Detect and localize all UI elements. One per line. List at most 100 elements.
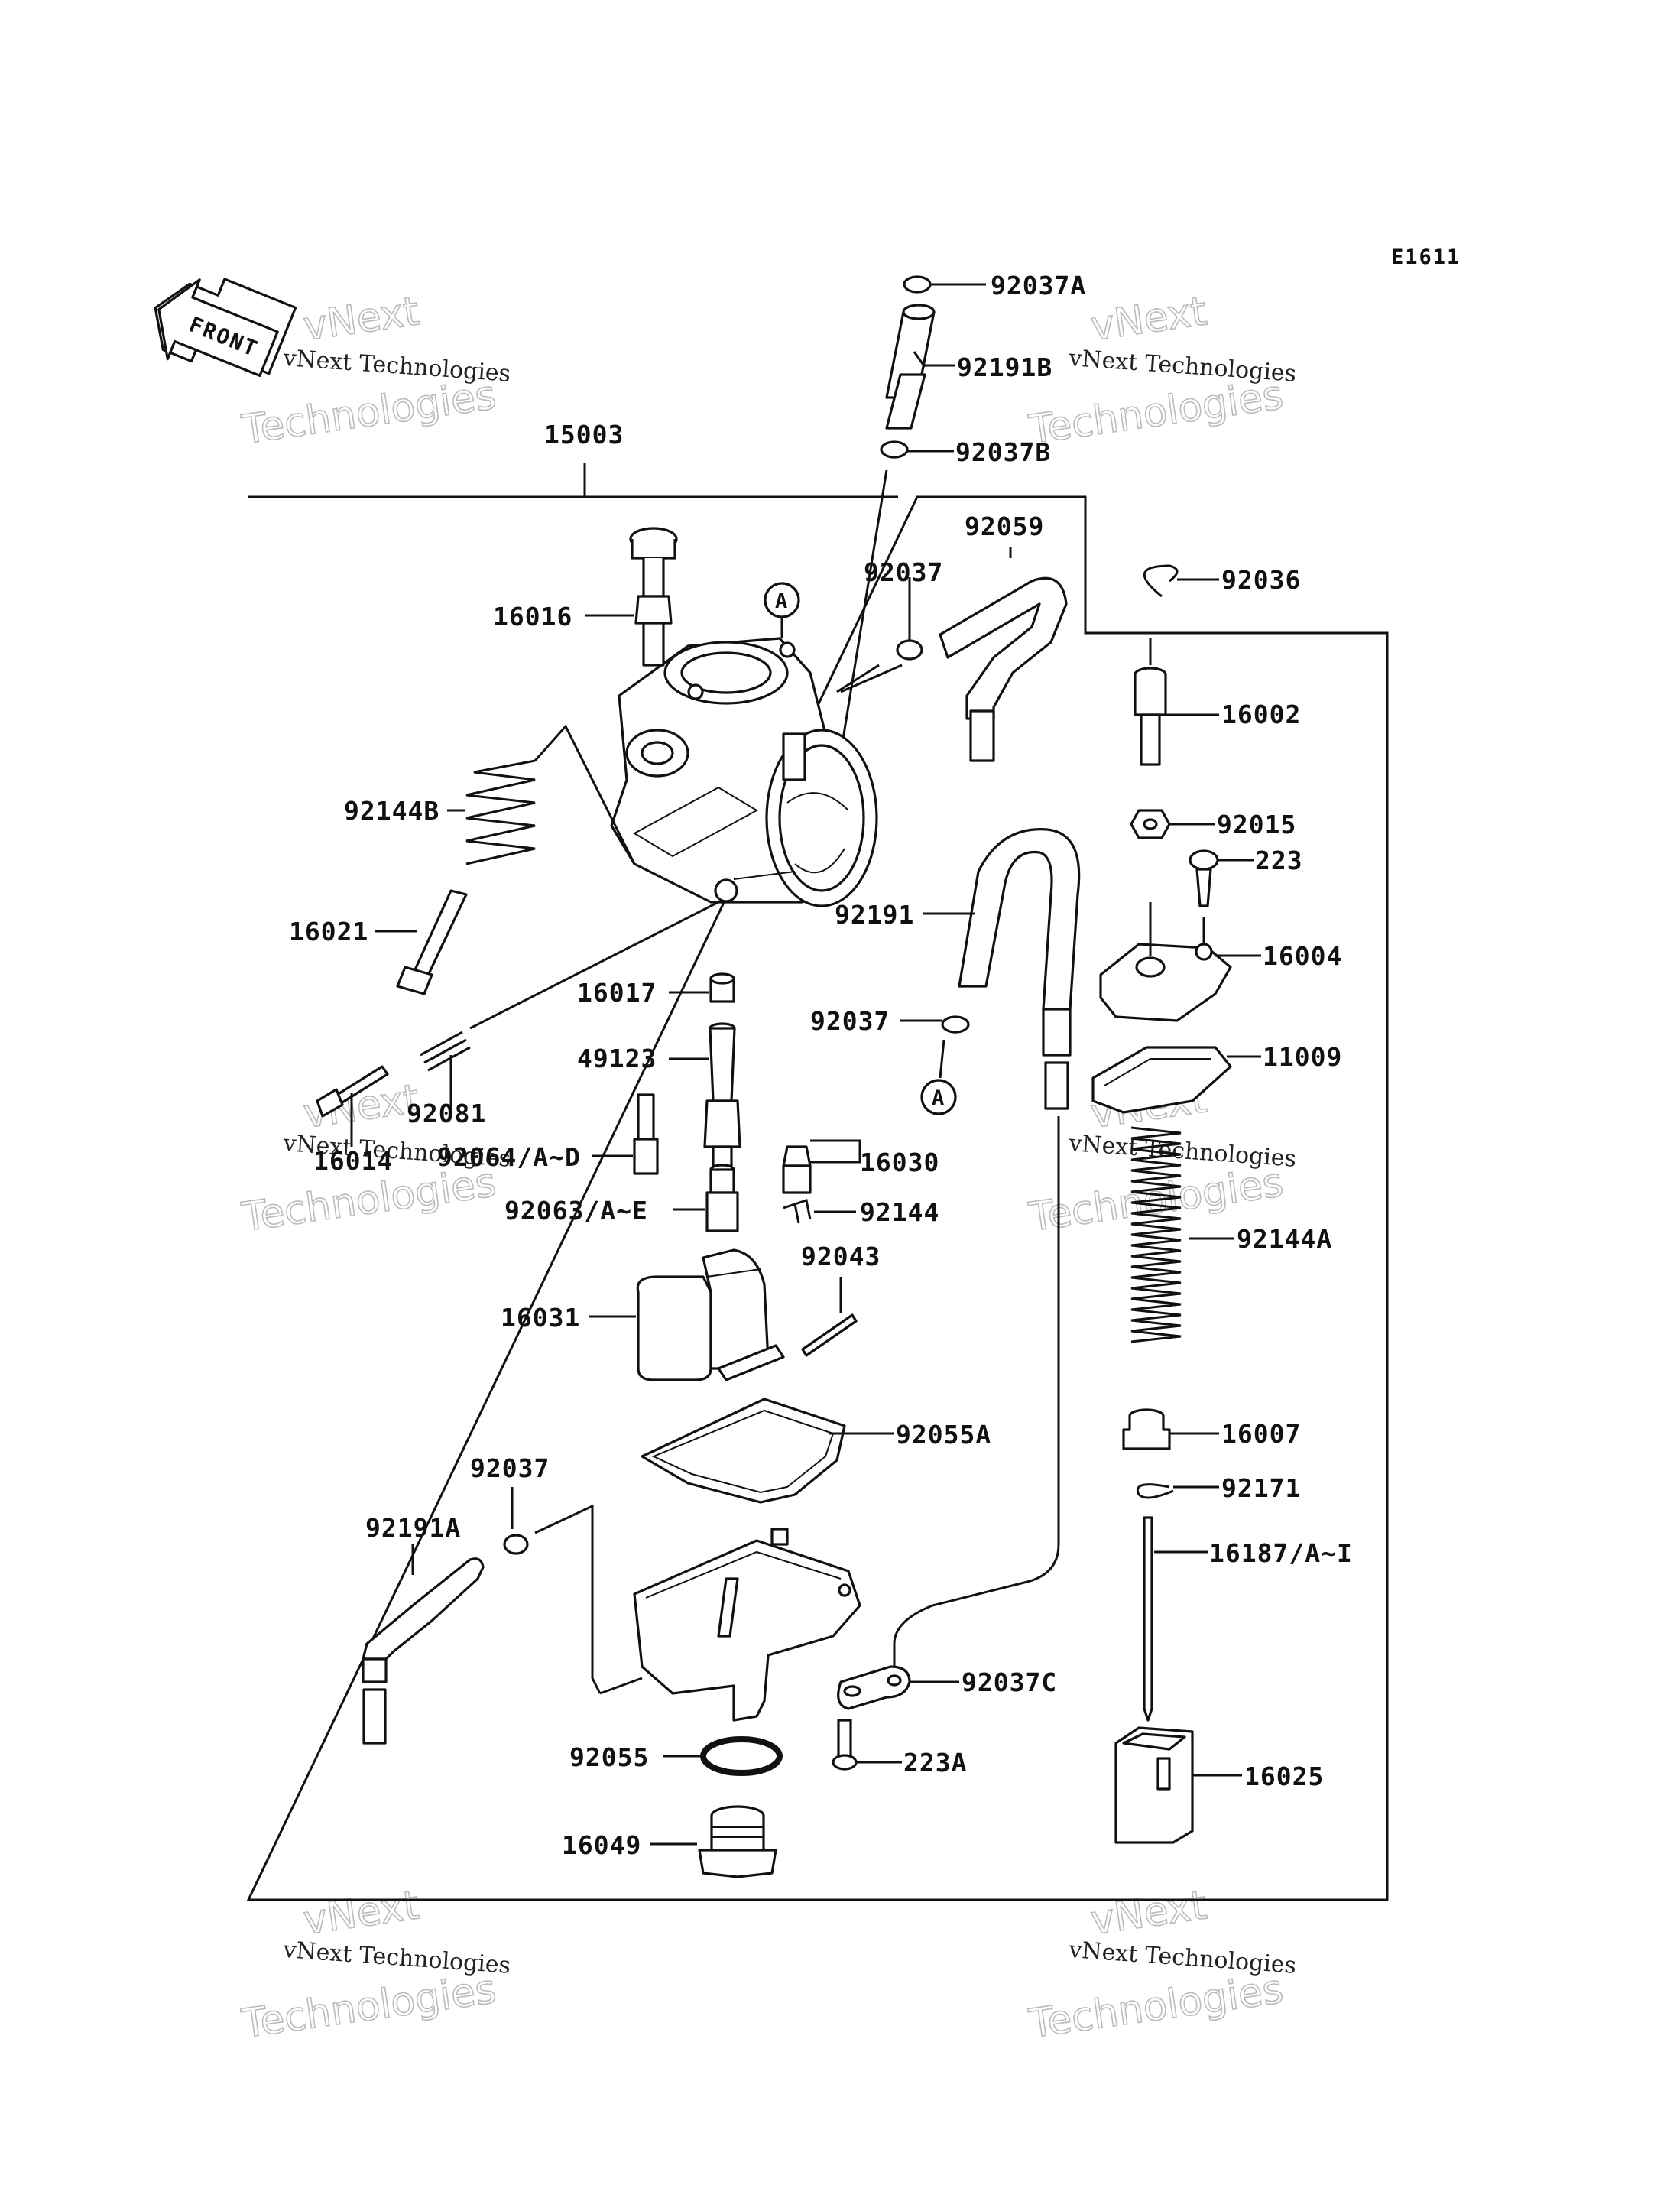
part-label-16007: 16007 <box>1221 1419 1301 1449</box>
part-label-92036: 92036 <box>1221 565 1301 595</box>
screw-223A <box>832 1719 902 1771</box>
part-label-16014: 16014 <box>313 1146 393 1176</box>
spring-92144B <box>447 724 636 865</box>
part-label-92037B: 92037B <box>955 437 1051 467</box>
clip-92037C <box>837 1665 959 1710</box>
hose-92191A <box>362 1544 485 1745</box>
clip-92037-top <box>896 577 923 661</box>
svg-text:vNext Technologies: vNext Technologies <box>281 1937 511 1979</box>
part-label-11009: 11009 <box>1263 1042 1342 1072</box>
part-label-16017: 16017 <box>577 978 657 1008</box>
part-label-15003: 15003 <box>544 420 624 450</box>
diagram-code: E1611 <box>1391 245 1461 269</box>
svg-text:A: A <box>932 1086 945 1110</box>
spring-92144A <box>1130 1126 1234 1343</box>
hose-92191B <box>885 304 955 430</box>
pin-92043 <box>801 1277 858 1357</box>
svg-text:vNext: vNext <box>300 1882 422 1944</box>
svg-text:Technologies: Technologies <box>1026 1966 1286 2047</box>
part-label-49123: 49123 <box>577 1044 657 1073</box>
screw-223 <box>1189 849 1254 948</box>
float-16031 <box>589 1248 785 1381</box>
part-label-16049: 16049 <box>562 1830 641 1860</box>
part-label-92191A: 92191A <box>365 1513 461 1543</box>
clip-92144 <box>783 1199 856 1224</box>
svg-text:Technologies: Technologies <box>238 372 498 453</box>
svg-text:vNext: vNext <box>1088 288 1209 350</box>
hose-92059 <box>939 547 1068 762</box>
part-label-16004: 16004 <box>1263 941 1342 971</box>
part-label-92144A: 92144A <box>1237 1224 1332 1254</box>
circlip-92036 <box>1143 564 1219 598</box>
part-label-92037-low: 92037 <box>470 1453 550 1483</box>
callout-a-top: A <box>764 582 800 638</box>
part-label-92037-top: 92037 <box>864 557 943 587</box>
carburetor-body <box>610 637 878 907</box>
svg-text:vNext Technologies: vNext Technologies <box>1067 1937 1297 1979</box>
main-jet-92063 <box>673 1164 739 1232</box>
front-arrow-icon: FRONT <box>154 278 297 378</box>
part-label-223A: 223A <box>903 1748 967 1778</box>
holder-16007 <box>1122 1408 1219 1450</box>
gasket-11009 <box>1091 1046 1261 1114</box>
plug-16049 <box>650 1805 777 1878</box>
slide-16025 <box>1114 1726 1242 1844</box>
spring-92081 <box>420 1031 471 1109</box>
hose-92191 <box>893 828 1081 1674</box>
adjuster-16002 <box>1134 638 1219 766</box>
part-label-92043: 92043 <box>801 1242 881 1271</box>
svg-text:vNext Technologies: vNext Technologies <box>1067 1130 1297 1173</box>
part-label-16025: 16025 <box>1244 1761 1324 1791</box>
part-label-92059: 92059 <box>965 511 1044 541</box>
clip-92037-low <box>503 1487 602 1694</box>
part-label-16002: 16002 <box>1221 700 1301 729</box>
part-label-92055: 92055 <box>569 1742 649 1772</box>
svg-text:Technologies: Technologies <box>238 1966 498 2047</box>
leader-body-92037 <box>836 664 880 693</box>
part-label-92064: 92064/A~D <box>437 1142 581 1172</box>
part-label-92037C: 92037C <box>962 1667 1057 1697</box>
gasket-92055A <box>641 1398 894 1504</box>
watermark-top-right: vNext Technologies vNext Technologies <box>1026 288 1298 454</box>
svg-text:vNext: vNext <box>1088 1882 1209 1944</box>
float-bowl <box>599 1528 861 1722</box>
part-label-92191: 92191 <box>835 900 914 930</box>
screw-16014 <box>316 1065 389 1147</box>
cap-16004 <box>1099 902 1261 1022</box>
part-label-92063: 92063/A~E <box>504 1196 648 1226</box>
svg-text:vNext Technologies: vNext Technologies <box>1067 345 1297 388</box>
float-valve-16030 <box>782 1139 861 1194</box>
jet-16017 <box>669 972 735 1003</box>
callout-a-mid: A <box>920 1079 957 1115</box>
watermark-bottom-left: vNext Technologies vNext Technologies <box>238 1882 512 2048</box>
part-label-16187: 16187/A~I <box>1209 1538 1353 1568</box>
screw-16016 <box>585 527 678 667</box>
part-label-16016: 16016 <box>493 602 572 631</box>
clip-92037B <box>839 440 954 754</box>
watermark-bottom-right: vNext Technologies vNext Technologies <box>1026 1882 1298 2048</box>
leader-diagonal <box>469 901 719 1030</box>
part-label-92191B: 92191B <box>957 352 1052 382</box>
part-label-92037-mid: 92037 <box>810 1006 890 1036</box>
part-label-16031: 16031 <box>501 1303 580 1333</box>
part-label-92055A: 92055A <box>896 1420 991 1450</box>
part-label-16021: 16021 <box>289 917 368 946</box>
svg-text:vNext Technologies: vNext Technologies <box>281 345 511 388</box>
part-label-92015: 92015 <box>1217 810 1296 839</box>
svg-text:Technologies: Technologies <box>1026 372 1286 453</box>
needle-16187 <box>1143 1516 1208 1722</box>
clip-92037-mid <box>900 1015 970 1079</box>
oring-92055 <box>663 1736 783 1776</box>
svg-text:A: A <box>775 589 789 613</box>
part-label-223: 223 <box>1255 846 1303 875</box>
svg-text:vNext: vNext <box>300 288 422 350</box>
part-label-92171: 92171 <box>1221 1473 1301 1503</box>
clip-92037A <box>903 275 986 294</box>
screw-16021 <box>375 889 468 995</box>
clip-92171 <box>1136 1483 1219 1499</box>
needle-jet-49123 <box>669 1022 741 1167</box>
part-label-92144B: 92144B <box>344 796 439 826</box>
assembly-frame <box>246 463 1389 1901</box>
part-label-16030: 16030 <box>860 1148 939 1177</box>
